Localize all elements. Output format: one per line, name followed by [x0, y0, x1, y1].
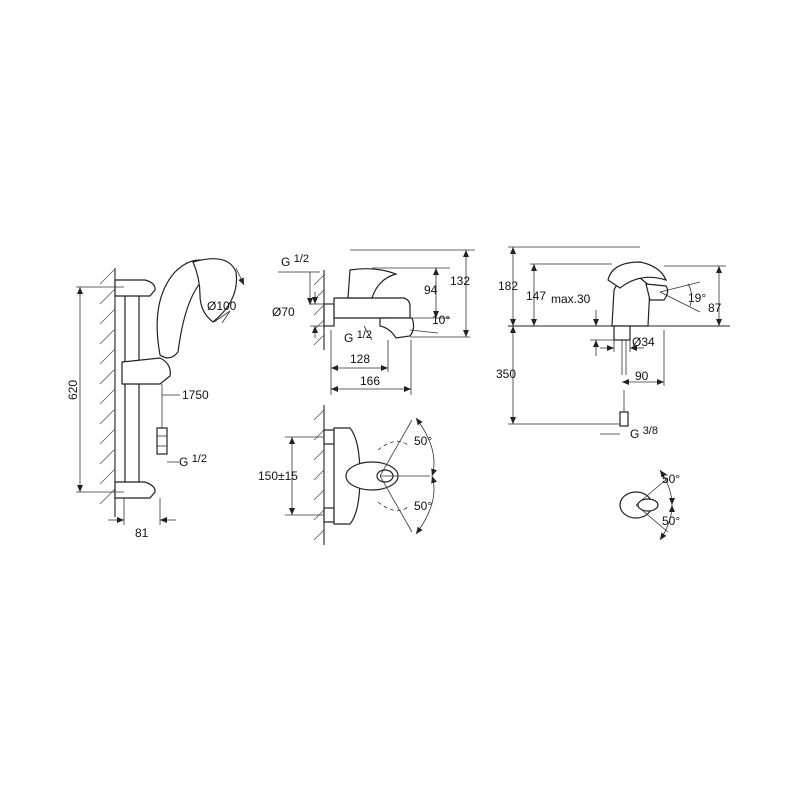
eccentric-top — [323, 429, 335, 445]
bath-mixer-body — [333, 297, 411, 319]
hose-nut — [156, 427, 168, 455]
height-620-label: 620 — [66, 380, 80, 400]
total-height-label: 182 — [498, 279, 518, 293]
connector-rosette — [323, 303, 335, 327]
top-angle-bottom-label: 50° — [662, 514, 680, 528]
bath-mixer-front-view: 150±15 50° 50° — [258, 405, 437, 545]
inlet-thread-fraction: 1/2 — [294, 253, 309, 265]
connection-thread-fraction: 3/8 — [643, 425, 658, 437]
inlet-thread-label: G 1/2 — [281, 253, 309, 269]
shower-rail-view: 620 Ø100 1750 G 1/2 81 — [66, 258, 245, 540]
height-132-label: 132 — [450, 274, 470, 288]
below-deck-label: 350 — [496, 367, 516, 381]
basin-mixer-spout — [645, 283, 669, 301]
projection-128-label: 128 — [350, 352, 370, 366]
shower-head-face — [192, 258, 238, 323]
depth-81-label: 81 — [135, 526, 149, 540]
hose-thread-fraction: 1/2 — [192, 453, 207, 465]
basin-angle-label: 19° — [688, 291, 706, 305]
basin-mixer-side-view: 182 147 max.30 19° 87 Ø34 350 90 — [496, 246, 730, 441]
centres-label: 150±15 — [258, 469, 298, 483]
outlet-thread-fraction: 1/2 — [357, 329, 372, 341]
hose-end-nut — [619, 411, 629, 427]
basin-mixer-lever — [607, 261, 668, 289]
basin-mixer-top-view: 50° 50° — [619, 469, 680, 541]
hose-length-label: 1750 — [182, 388, 209, 402]
spout-angle-label: 10° — [432, 313, 450, 327]
bath-mixer-spout — [379, 317, 415, 339]
eccentric-bottom — [323, 507, 335, 523]
shower-rail — [124, 284, 140, 496]
top-angle-top-label: 50° — [662, 472, 680, 486]
head-diameter-label: Ø100 — [207, 299, 237, 313]
rosette-diameter-label: Ø70 — [272, 305, 295, 319]
base-diameter-label: Ø34 — [632, 335, 655, 349]
hose-thread-label: G 1/2 — [179, 453, 207, 469]
spout-length-label: 87 — [708, 301, 722, 315]
connection-thread-label: G 3/8 — [630, 425, 658, 441]
rail-bracket-bottom — [114, 481, 156, 499]
rail-bracket-top — [114, 279, 156, 297]
hose-offset-label: 90 — [635, 369, 649, 383]
projection-166-label: 166 — [360, 374, 380, 388]
bath-mixer-side-view: G 1/2 Ø70 94 132 10° G 1/2 128 166 — [272, 249, 475, 395]
basin-top-lever — [637, 498, 659, 512]
max-thickness-label: max.30 — [551, 292, 591, 306]
rail-slider — [121, 357, 171, 385]
basin-base — [613, 325, 631, 341]
outlet-thread-label: G 1/2 — [344, 329, 372, 345]
bath-mixer-lever — [347, 268, 398, 299]
wall-hatching-front — [313, 409, 325, 541]
height-94-label: 94 — [424, 283, 438, 297]
wall-hatching — [99, 268, 116, 505]
wall-hatching-bath — [313, 274, 325, 346]
front-angle-top-label: 50° — [414, 434, 432, 448]
spout-height-label: 147 — [526, 289, 546, 303]
front-angle-bottom-label: 50° — [414, 499, 432, 513]
